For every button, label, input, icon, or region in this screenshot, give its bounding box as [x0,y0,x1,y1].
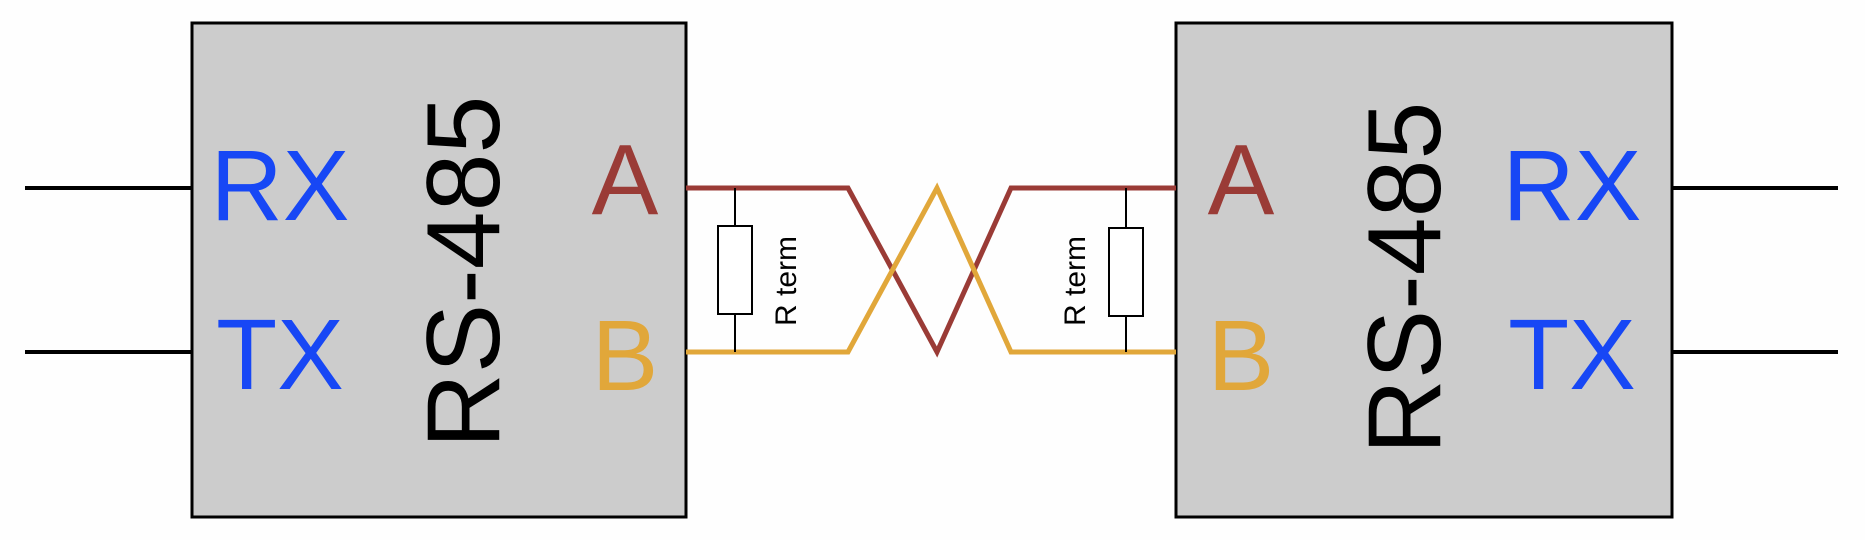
right-terminator-label: R term [1059,236,1092,326]
right-rx-label: RX [1503,130,1642,242]
right-device-title: RS-485 [1347,102,1463,455]
left-device-box [190,21,688,519]
resistor-icon [717,225,753,315]
left-tx-label: TX [216,299,344,411]
right-device-box [1174,21,1674,519]
bus-line-a [686,185,1176,358]
right-terminator-resistor [1108,188,1144,352]
left-terminator-label: R term [770,236,803,326]
left-pin-a-label: A [592,124,659,236]
right-tx-label: TX [1508,299,1636,411]
bus-line-b [686,182,1176,355]
left-rx-label: RX [211,130,350,242]
right-pin-a-label: A [1208,124,1275,236]
left-pin-b-label: B [592,300,659,412]
left-terminator-resistor [717,188,753,352]
right-pin-b-label: B [1208,300,1275,412]
left-device-title: RS-485 [406,96,522,449]
resistor-icon [1108,227,1144,317]
